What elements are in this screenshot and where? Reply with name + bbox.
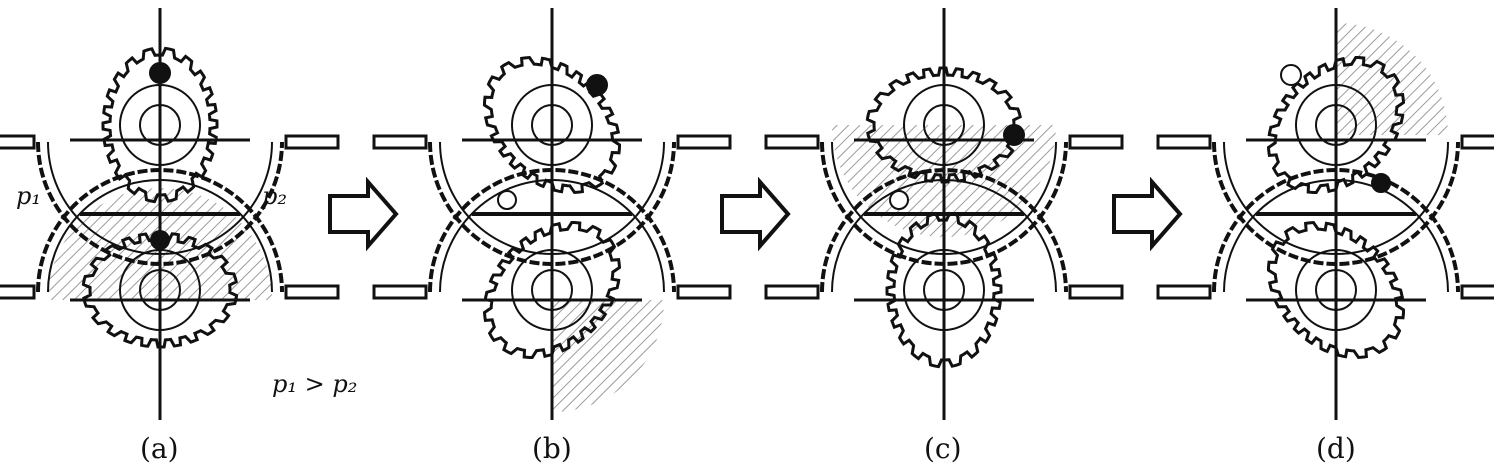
panel-c: (c) (764, 8, 1124, 465)
gear-marker-dot (1280, 64, 1302, 86)
gear-marker-dot (150, 230, 170, 250)
panel-a: (a) (0, 8, 340, 465)
pressure-relation-label: p₁ > p₂ (272, 370, 357, 398)
pressure-label-left: p₁ (16, 182, 41, 210)
panel-label-b: (b) (532, 432, 572, 465)
oval-gear-lower (482, 221, 622, 359)
oval-gear-upper (865, 66, 1023, 184)
panel-label-d: (d) (1316, 432, 1356, 465)
gear-marker-dot (149, 62, 171, 84)
panel-label-a: (a) (140, 432, 179, 465)
gear-marker-dot (586, 74, 608, 96)
oval-gear-upper (483, 55, 621, 195)
transition-arrow (720, 176, 791, 252)
panel-b: (b) (372, 8, 732, 465)
transition-arrow (328, 176, 399, 252)
oval-gear-lower (81, 231, 239, 349)
gear-marker-dot (889, 190, 909, 210)
pressure-label-right: p₂ (262, 182, 287, 210)
gear-marker-dot (1003, 124, 1025, 146)
oval-gear-lower (1267, 220, 1405, 360)
panel-d: (d) (1156, 8, 1494, 465)
gear-marker-dot (497, 190, 517, 210)
gear-marker-dot (1371, 173, 1391, 193)
panel-label-c: (c) (924, 432, 962, 465)
transition-arrow (1112, 176, 1183, 252)
